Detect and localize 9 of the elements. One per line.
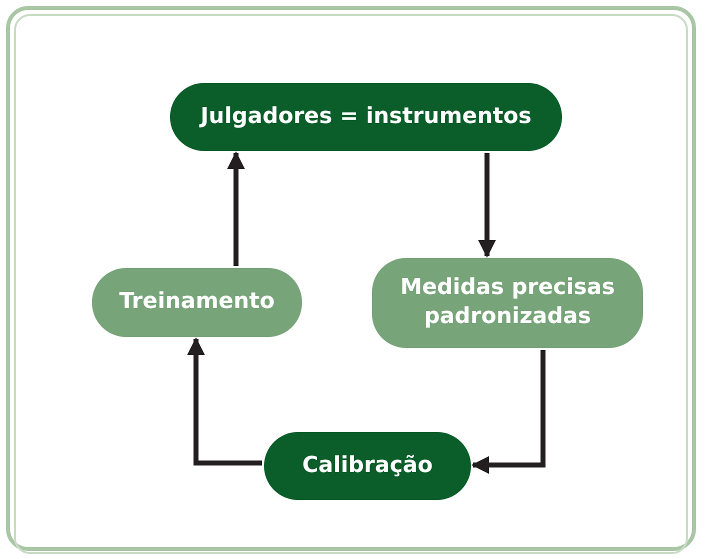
- node-label: Julgadores = instrumentos: [200, 102, 532, 131]
- node-label: Treinamento: [119, 288, 275, 316]
- arrow: [187, 337, 262, 466]
- node-label: Calibração: [302, 452, 433, 480]
- arrow: [227, 151, 245, 266]
- arrow: [478, 153, 496, 258]
- process-box: [372, 258, 643, 348]
- node-label: Medidas precisas padronizadas: [399, 274, 616, 331]
- arrow: [471, 350, 546, 474]
